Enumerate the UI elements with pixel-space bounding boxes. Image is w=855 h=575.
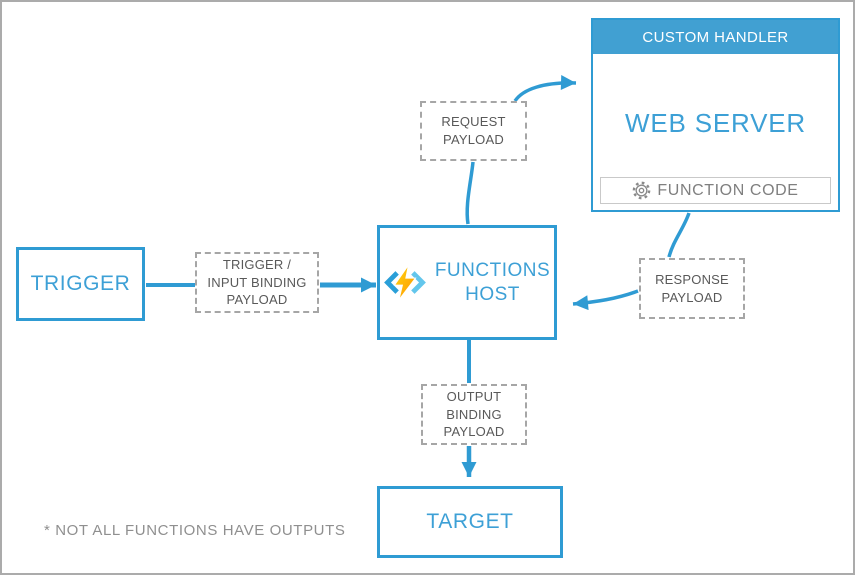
custom-handler-node: CUSTOM HANDLER WEB SERVER FUNCTION CODE bbox=[591, 18, 840, 212]
request-payload-line: PAYLOAD bbox=[443, 132, 504, 147]
output-payload-line: BINDING bbox=[446, 406, 502, 422]
function-code-label: FUNCTION CODE bbox=[657, 181, 799, 199]
trigger-payload-line: TRIGGER / bbox=[222, 257, 292, 273]
functions-host-label: FUNCTIONS HOST bbox=[435, 259, 550, 307]
connector-handler-to-response bbox=[667, 212, 691, 258]
target-label: TARGET bbox=[426, 510, 514, 533]
footnote: * NOT ALL FUNCTIONS HAVE OUTPUTS bbox=[44, 522, 346, 539]
trigger-node: TRIGGER bbox=[16, 247, 145, 321]
response-payload-line: RESPONSE bbox=[655, 271, 729, 287]
response-payload-node: RESPONSE PAYLOAD bbox=[639, 258, 745, 319]
target-node: TARGET bbox=[377, 486, 563, 558]
functions-host-node: FUNCTIONS HOST bbox=[377, 225, 557, 340]
connector-host-to-request bbox=[465, 161, 475, 225]
custom-handler-header: CUSTOM HANDLER bbox=[593, 20, 838, 54]
trigger-input-binding-payload-node: TRIGGER / INPUT BINDING PAYLOAD bbox=[195, 252, 319, 313]
output-binding-payload-node: OUTPUT BINDING PAYLOAD bbox=[421, 384, 527, 445]
output-payload-line: OUTPUT bbox=[446, 389, 502, 405]
azure-functions-icon bbox=[383, 264, 426, 301]
trigger-payload-line: PAYLOAD bbox=[226, 292, 288, 308]
function-code-bar: FUNCTION CODE bbox=[600, 177, 831, 204]
functions-host-line: HOST bbox=[465, 283, 520, 305]
request-payload-line: REQUEST bbox=[441, 114, 506, 130]
connector-request-to-handler-arrow bbox=[513, 75, 577, 103]
web-server-label: WEB SERVER bbox=[625, 108, 806, 138]
connector-response-to-host-arrow bbox=[572, 289, 639, 311]
request-payload-node: REQUEST PAYLOAD bbox=[420, 101, 527, 161]
gear-icon bbox=[632, 181, 651, 200]
trigger-label: TRIGGER bbox=[30, 272, 131, 295]
trigger-payload-line: INPUT BINDING bbox=[207, 274, 307, 290]
output-payload-line: PAYLOAD bbox=[443, 424, 505, 440]
functions-host-line: FUNCTIONS bbox=[434, 259, 551, 281]
response-payload-line: PAYLOAD bbox=[661, 289, 723, 305]
